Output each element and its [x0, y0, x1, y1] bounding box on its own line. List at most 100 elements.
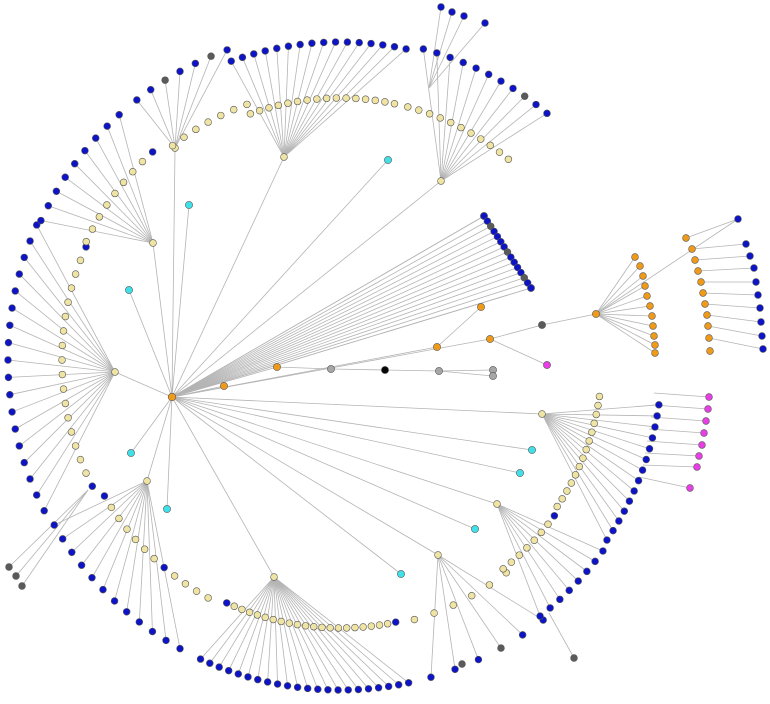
leaf-node: [26, 237, 34, 245]
graph-edge: [541, 413, 647, 460]
leaf-node: [518, 631, 527, 639]
hub-node: [230, 602, 238, 610]
dark-node: [18, 582, 26, 590]
hub-node: [530, 536, 538, 544]
leaf-node: [331, 38, 340, 46]
graph-edge: [171, 215, 485, 398]
leaf-node: [44, 202, 52, 210]
leaf-node: [451, 665, 459, 674]
graph-edge: [440, 74, 490, 182]
leaf-node: [756, 304, 764, 312]
leaf-node: [15, 270, 24, 278]
leaf-node: [460, 12, 468, 20]
graph-edge: [595, 256, 636, 315]
edge-layer: [7, 6, 764, 691]
leaf-node: [244, 673, 252, 681]
hub-node: [575, 462, 584, 471]
root-node: [167, 392, 177, 402]
hub-node: [318, 623, 326, 632]
hub-node: [76, 256, 85, 265]
leaf-node: [133, 96, 141, 104]
leaf-node: [517, 268, 525, 277]
dark-node: [161, 76, 169, 84]
orange-node: [704, 322, 712, 330]
hub-node: [415, 106, 423, 114]
orange-node: [650, 332, 658, 340]
hub-node: [88, 225, 97, 233]
hub-node: [367, 622, 376, 630]
graph-edge: [171, 396, 498, 505]
hub-node: [103, 201, 111, 209]
hub-node: [192, 587, 201, 595]
leaf-node: [303, 684, 312, 693]
leaf-node: [122, 608, 131, 616]
graph-edge: [11, 307, 116, 373]
leaf-node: [620, 507, 629, 515]
leaf-node: [196, 655, 205, 663]
graph-edge: [264, 50, 285, 158]
graph-edge: [440, 112, 548, 182]
leaf-node: [599, 547, 607, 555]
graph-edge: [595, 275, 644, 315]
graph-edge: [171, 147, 176, 398]
orange-node: [646, 302, 654, 310]
hub-node: [588, 428, 596, 436]
graph-edge: [548, 612, 575, 659]
hub-node: [123, 525, 131, 533]
graph-edge: [496, 503, 541, 617]
graph-edge: [638, 476, 691, 489]
hub-node: [140, 545, 149, 553]
graph-edge: [496, 503, 551, 609]
leaf-node: [638, 466, 647, 474]
magenta-node: [702, 417, 710, 425]
leaf-node: [135, 618, 144, 626]
hub-node: [563, 487, 571, 495]
leaf-node: [4, 338, 13, 347]
cyan-node: [397, 570, 405, 578]
graph-edge: [330, 368, 386, 371]
orange-node: [682, 234, 690, 242]
hub-node: [381, 98, 389, 106]
orange-node: [631, 253, 639, 261]
hub-node: [238, 605, 246, 614]
leaf-node: [68, 548, 76, 556]
graph-edge: [489, 324, 543, 340]
hub-node: [71, 442, 80, 450]
dark-node: [520, 92, 529, 100]
graph-edge: [171, 396, 275, 578]
leaf-node: [523, 279, 532, 287]
graph-edge: [150, 89, 176, 149]
leaf-node: [402, 45, 410, 53]
hub-node: [150, 554, 158, 563]
hub-node: [485, 581, 494, 589]
leaf-node: [609, 526, 617, 535]
graph-edge: [273, 576, 349, 691]
graph-edge: [541, 413, 639, 481]
hub-node: [493, 500, 501, 508]
hub-node: [477, 135, 485, 143]
leaf-node: [591, 557, 599, 566]
hub-node: [58, 356, 66, 364]
leaf-node: [115, 111, 123, 119]
graph-edge: [273, 576, 288, 686]
graph-edge: [644, 452, 700, 457]
hub-node: [334, 624, 343, 632]
leaf-node: [52, 187, 61, 195]
leaf-node: [648, 434, 657, 442]
hub-node: [149, 239, 157, 247]
leaf-node: [206, 659, 214, 667]
leaf-node: [546, 604, 554, 612]
hub-node: [515, 551, 523, 559]
graph-edge: [171, 396, 521, 474]
graph-edge: [81, 480, 148, 566]
leaf-node: [250, 50, 258, 58]
leaf-node: [574, 577, 582, 585]
hub-node: [457, 123, 465, 132]
graph-edge: [174, 63, 196, 149]
orange-node: [592, 310, 600, 318]
orange-node: [691, 256, 699, 264]
hub-node: [504, 155, 513, 163]
graph-edge: [697, 267, 755, 272]
hub-node: [361, 95, 370, 103]
hub-node: [371, 96, 379, 105]
